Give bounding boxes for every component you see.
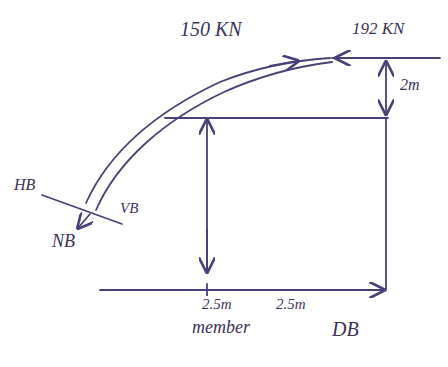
dimension-line <box>385 62 387 114</box>
member-curve-inner <box>96 62 332 210</box>
force-arrow <box>336 57 360 59</box>
deck-line <box>165 117 388 119</box>
top-line <box>332 57 440 59</box>
sketch-label: 2.5m <box>274 296 308 313</box>
sketch-label: member <box>190 318 252 338</box>
sketch-label: 192 KN <box>350 20 406 39</box>
tick <box>206 284 208 296</box>
load-arrow <box>206 230 208 272</box>
sketch-label: 2m <box>398 76 422 94</box>
sketch-label: 2.5m <box>200 296 234 313</box>
force-arrow <box>270 61 298 66</box>
bottom-arrow <box>100 289 384 291</box>
member-curve-outer <box>86 58 330 203</box>
normal-arrow <box>78 214 90 228</box>
sketch-label: VB <box>118 200 140 217</box>
sketch-label: 150 KN <box>178 18 244 40</box>
right-line <box>385 118 387 290</box>
sketch-label: NB <box>50 232 77 252</box>
support-line <box>42 195 122 224</box>
sketch-label: HB <box>12 176 37 194</box>
sketch-label: DB <box>330 318 361 340</box>
